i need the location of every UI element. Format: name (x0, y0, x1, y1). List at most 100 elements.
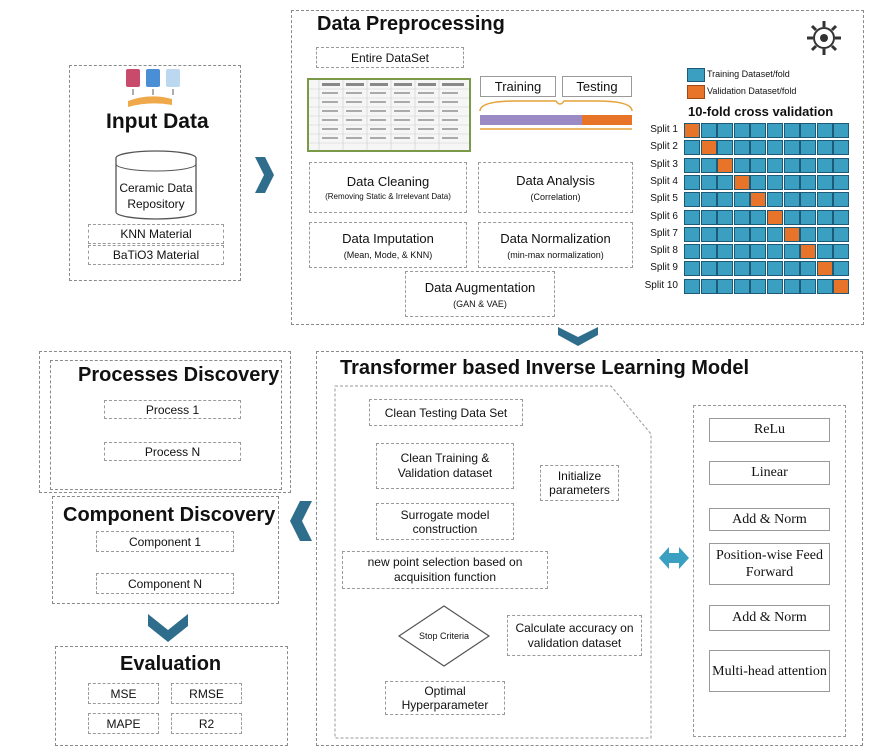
training-fold-cell (733, 244, 750, 260)
training-fold-cell (700, 192, 717, 208)
data-cleaning-box: Data Cleaning (Removing Static & Irrelev… (309, 162, 467, 213)
training-fold-cell (833, 209, 850, 225)
training-fold-cell (700, 278, 717, 294)
training-fold-cell (700, 244, 717, 260)
validation-fold-cell (816, 261, 833, 277)
training-fold-cell (833, 174, 850, 190)
metric-mape-box: MAPE (88, 713, 159, 734)
training-fold-cell (833, 226, 850, 242)
data-preprocessing-title: Data Preprocessing (317, 13, 505, 35)
training-fold-cell (833, 244, 850, 260)
training-fold-cell (717, 226, 734, 242)
training-fold-cell (800, 157, 817, 173)
training-fold-cell (783, 278, 800, 294)
training-fold-cell (800, 278, 817, 294)
training-label-box: Training (480, 76, 556, 97)
process-n-box: Process N (104, 442, 241, 461)
data-imputation-title: Data Imputation (342, 230, 434, 246)
validation-fold-cell (767, 209, 783, 225)
initialize-parameters-box: Initialize parameters (540, 465, 619, 501)
training-fold-cell (717, 278, 734, 294)
data-cleaning-subtitle: (Removing Static & Irrelevant Data) (325, 192, 451, 201)
training-fold-cell (816, 140, 833, 156)
validation-fold-cell (833, 278, 850, 294)
gear-icon (807, 21, 841, 55)
process-1-box: Process 1 (104, 400, 241, 419)
split-label: Split 1 (650, 124, 678, 135)
training-fold-cell (750, 261, 767, 277)
training-fold-cell (717, 261, 734, 277)
training-fold-cell (816, 209, 833, 225)
training-fold-cell (717, 244, 734, 260)
training-fold-cell (750, 226, 767, 242)
training-fold-cell (717, 140, 734, 156)
training-fold-cell (767, 192, 783, 208)
training-fold-cell (700, 226, 717, 242)
legend-val-label: Validation Dataset/fold (707, 86, 797, 96)
train-test-split-bar (479, 100, 633, 130)
clean-training-box: Clean Training & Validation dataset (376, 443, 514, 489)
component-n-box: Component N (96, 573, 234, 594)
ceramic-data-repository-label: Ceramic Data Repository (119, 181, 193, 211)
training-fold-cell (767, 244, 783, 260)
training-fold-cell (833, 123, 850, 138)
training-fold-cell (816, 192, 833, 208)
training-fold-cell (783, 174, 800, 190)
validation-fold-cell (717, 157, 734, 173)
training-fold-cell (800, 226, 817, 242)
training-fold-cell (750, 209, 767, 225)
linear-box: Linear (709, 461, 830, 485)
validation-fold-cell (800, 244, 817, 260)
training-fold-cell (833, 192, 850, 208)
data-imputation-box: Data Imputation (Mean, Mode, & KNN) (309, 222, 467, 268)
training-fold-cell (816, 174, 833, 190)
training-fold-cell (800, 209, 817, 225)
relu-box: ReLu (709, 418, 830, 442)
training-fold-cell (684, 226, 700, 242)
training-fold-cell (684, 244, 700, 260)
training-fold-cell (733, 226, 750, 242)
chevron-left-icon (290, 501, 312, 541)
training-fold-cell (684, 192, 700, 208)
clean-testing-box: Clean Testing Data Set (369, 399, 523, 426)
knn-material-item: KNN Material (88, 224, 224, 244)
training-fold-cell (733, 261, 750, 277)
validation-fold-cell (733, 174, 750, 190)
metric-rmse-box: RMSE (171, 683, 242, 704)
training-fold-cell (783, 192, 800, 208)
training-fold-cell (750, 174, 767, 190)
training-fold-cell (767, 157, 783, 173)
training-fold-cell (767, 261, 783, 277)
legend-train-label: Training Dataset/fold (707, 69, 790, 79)
data-augmentation-box: Data Augmentation (GAN & VAE) (405, 271, 555, 317)
split-label: Split 8 (650, 245, 678, 257)
data-normalization-box: Data Normalization (min-max normalizatio… (478, 222, 633, 268)
training-fold-cell (816, 157, 833, 173)
surrogate-model-box: Surrogate model construction (376, 503, 514, 540)
add-norm-bottom-box: Add & Norm (709, 605, 830, 631)
new-point-selection-box: new point selection based on acquisition… (342, 551, 548, 589)
data-augmentation-title: Data Augmentation (424, 279, 536, 295)
data-analysis-box: Data Analysis (Correlation) (478, 162, 633, 213)
training-fold-cell (783, 261, 800, 277)
training-fold-cell (833, 157, 850, 173)
training-fold-cell (700, 209, 717, 225)
training-fold-cell (800, 261, 817, 277)
training-fold-cell (700, 174, 717, 190)
split-label: Split 6 (650, 210, 678, 222)
split-label: Split 5 (650, 193, 678, 205)
split-label: Split 3 (650, 158, 678, 170)
training-fold-cell (684, 209, 700, 225)
data-analysis-subtitle: (Correlation) (530, 192, 581, 202)
training-fold-cell (800, 140, 817, 156)
split-label: Split 2 (650, 141, 678, 153)
training-fold-cell (816, 244, 833, 260)
training-fold-cell (684, 174, 700, 190)
database-icon (115, 150, 197, 220)
optimal-hyperparameter-box: Optimal Hyperparameter (385, 681, 505, 715)
training-fold-cell (750, 157, 767, 173)
data-normalization-title: Data Normalization (500, 230, 611, 246)
data-documents-icon (126, 69, 180, 107)
dataset-table-thumbnail (307, 78, 471, 152)
training-fold-cell (684, 140, 700, 156)
